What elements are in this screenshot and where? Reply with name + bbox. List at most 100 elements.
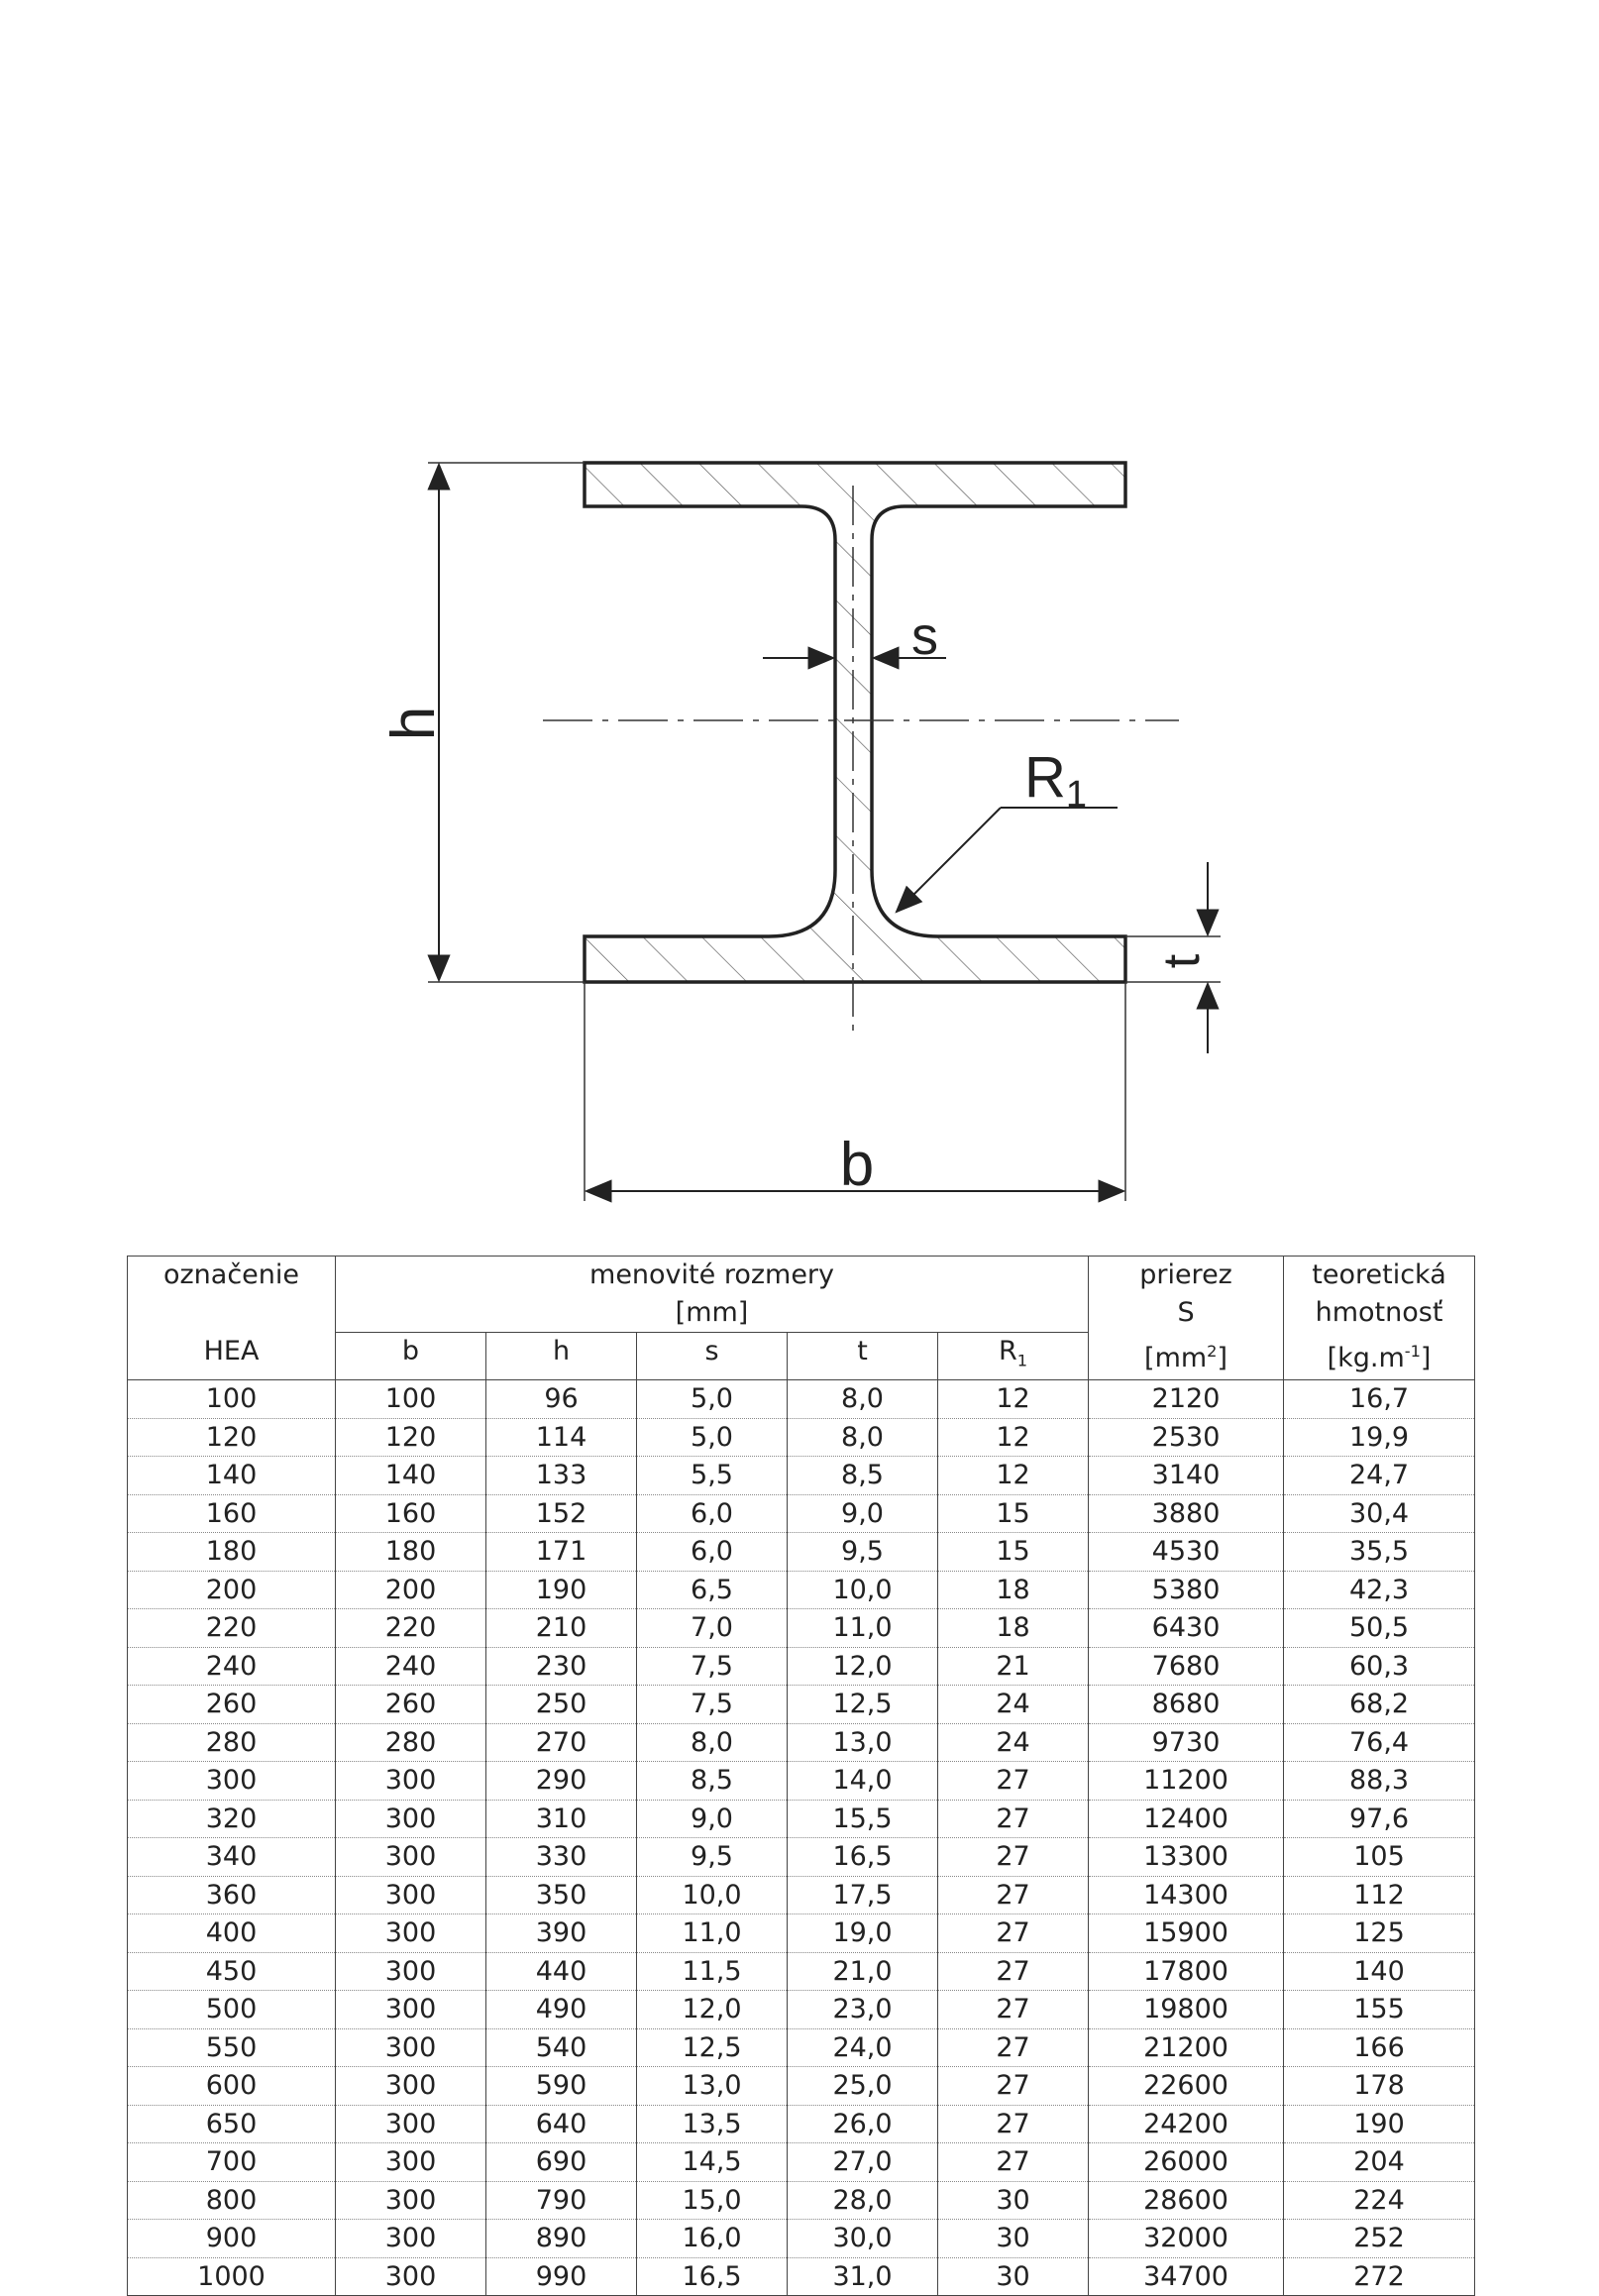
cell-s: 12,0	[636, 1990, 788, 2029]
header-nominal-unit: [mm]	[334, 1294, 1090, 1333]
cell-designation: 180	[127, 1532, 336, 1572]
header-col-s: s	[636, 1331, 788, 1381]
cell-section: 34700	[1088, 2256, 1285, 2296]
header-nominal-dims: menovité rozmery	[334, 1256, 1090, 1294]
cell-s: 12,5	[636, 2027, 788, 2068]
cell-h: 250	[485, 1685, 637, 1724]
cell-s: 8,5	[636, 1761, 788, 1801]
header-mass-unit: [kg.m-1]	[1283, 1332, 1476, 1381]
cell-h: 640	[485, 2104, 637, 2144]
cell-mass: 252	[1283, 2219, 1476, 2258]
cell-s: 5,0	[636, 1379, 788, 1419]
cell-b: 300	[335, 1799, 486, 1839]
cell-h: 990	[485, 2256, 637, 2296]
cell-mass: 88,3	[1283, 1761, 1476, 1801]
cell-h: 270	[485, 1722, 637, 1763]
cell-b: 200	[335, 1570, 486, 1610]
cell-h: 133	[485, 1456, 637, 1495]
cell-b: 220	[335, 1608, 486, 1648]
cell-b: 140	[335, 1456, 486, 1495]
cell-mass: 166	[1283, 2027, 1476, 2068]
cell-s: 16,5	[636, 2256, 788, 2296]
i-beam-cross-section-diagram: h s R1 t b	[379, 461, 1221, 1203]
cell-b: 120	[335, 1417, 486, 1458]
header-mass-l1: teoretická	[1283, 1256, 1476, 1294]
header-section: prierez	[1088, 1256, 1285, 1294]
cell-section: 4530	[1088, 1532, 1285, 1572]
cell-section: 28600	[1088, 2180, 1285, 2221]
header-mass-l2: hmotnosť	[1283, 1294, 1476, 1333]
cell-b: 280	[335, 1722, 486, 1763]
cell-s: 14,5	[636, 2142, 788, 2182]
cell-section: 21200	[1088, 2027, 1285, 2068]
cell-s: 9,0	[636, 1799, 788, 1839]
cell-s: 13,0	[636, 2066, 788, 2106]
cell-t: 21,0	[787, 1951, 938, 1992]
cell-designation: 700	[127, 2142, 336, 2182]
cell-designation: 400	[127, 1913, 336, 1953]
cell-mass: 140	[1283, 1951, 1476, 1992]
cell-mass: 19,9	[1283, 1417, 1476, 1458]
label-t: t	[1153, 953, 1211, 968]
cell-t: 15,5	[787, 1799, 938, 1839]
cell-r1: 30	[936, 2256, 1090, 2296]
cell-h: 96	[485, 1379, 637, 1419]
cell-t: 19,0	[787, 1913, 938, 1953]
cell-t: 11,0	[787, 1608, 938, 1648]
header-section-unit: [mm2]	[1088, 1332, 1285, 1381]
cell-h: 590	[485, 2066, 637, 2106]
header-col-t: t	[787, 1331, 938, 1381]
cell-mass: 204	[1283, 2142, 1476, 2182]
header-section-symbol: S	[1088, 1294, 1285, 1333]
cell-section: 2530	[1088, 1417, 1285, 1458]
cell-mass: 155	[1283, 1990, 1476, 2029]
cell-s: 9,5	[636, 1837, 788, 1877]
cell-b: 300	[335, 2256, 486, 2296]
cell-b: 300	[335, 2219, 486, 2258]
cell-b: 240	[335, 1646, 486, 1687]
cell-h: 310	[485, 1799, 637, 1839]
cell-section: 2120	[1088, 1379, 1285, 1419]
cell-designation: 320	[127, 1799, 336, 1839]
cell-b: 260	[335, 1685, 486, 1724]
cell-mass: 76,4	[1283, 1722, 1476, 1763]
cell-section: 6430	[1088, 1608, 1285, 1648]
cell-h: 390	[485, 1913, 637, 1953]
cell-s: 7,5	[636, 1646, 788, 1687]
cell-designation: 800	[127, 2180, 336, 2221]
cell-designation: 200	[127, 1570, 336, 1610]
cell-t: 14,0	[787, 1761, 938, 1801]
cell-r1: 27	[936, 1951, 1090, 1992]
cell-mass: 50,5	[1283, 1608, 1476, 1648]
cell-t: 24,0	[787, 2027, 938, 2068]
cell-h: 114	[485, 1417, 637, 1458]
cell-t: 27,0	[787, 2142, 938, 2182]
cell-designation: 340	[127, 1837, 336, 1877]
cell-s: 13,5	[636, 2104, 788, 2144]
label-s: s	[911, 606, 938, 666]
cell-t: 25,0	[787, 2066, 938, 2106]
cell-r1: 27	[936, 2066, 1090, 2106]
cell-r1: 27	[936, 1990, 1090, 2029]
cell-designation: 160	[127, 1493, 336, 1534]
header-designation-spacer	[127, 1294, 336, 1333]
cell-section: 11200	[1088, 1761, 1285, 1801]
cell-mass: 125	[1283, 1913, 1476, 1953]
cell-b: 300	[335, 2142, 486, 2182]
cell-mass: 16,7	[1283, 1379, 1476, 1419]
cell-t: 30,0	[787, 2219, 938, 2258]
cell-r1: 12	[936, 1417, 1090, 1458]
cell-designation: 550	[127, 2027, 336, 2068]
cell-r1: 27	[936, 2142, 1090, 2182]
cell-designation: 140	[127, 1456, 336, 1495]
cell-mass: 68,2	[1283, 1685, 1476, 1724]
